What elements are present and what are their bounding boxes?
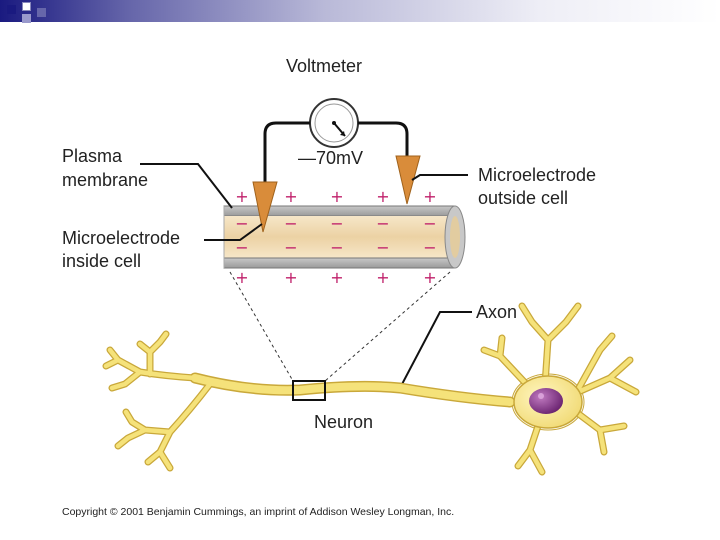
negative-charge-inside-bottom: −: [423, 238, 436, 257]
zoom-line-left: [229, 271, 294, 382]
negative-charge-inside-top: −: [376, 214, 389, 233]
leader-plasma: [140, 163, 233, 209]
membrane-charges: + + + + + − − − − − − − − − − + + + + +: [235, 187, 436, 287]
plasma-membrane-label-line2: membrane: [62, 170, 149, 190]
positive-charge-outside-top: +: [423, 187, 436, 206]
positive-charge-outside-bottom: +: [330, 268, 343, 287]
positive-charge-outside-top: +: [330, 187, 343, 206]
electrode-inside-label-line1: Microelectrode: [62, 228, 181, 248]
decor-square: [22, 14, 31, 23]
negative-charge-inside-bottom: −: [376, 238, 389, 257]
neuron-label: Neuron: [314, 412, 374, 432]
plasma-membrane-label-line1: Plasma: [62, 146, 123, 166]
electrode-outside-label-line1: Microelectrode: [478, 165, 597, 185]
zoom-box: [292, 380, 326, 401]
positive-charge-outside-bottom: +: [376, 268, 389, 287]
decor-square: [37, 8, 46, 17]
negative-charge-inside-bottom: −: [284, 238, 297, 257]
decor-square: [7, 5, 16, 14]
nucleus: [529, 388, 563, 414]
leader-outside: [411, 174, 468, 181]
negative-charge-inside-bottom: −: [235, 238, 248, 257]
negative-charge-inside-bottom: −: [330, 238, 343, 257]
electrode-outside-label-line2: outside cell: [478, 188, 569, 208]
electrode-inside: [252, 181, 278, 233]
negative-charge-inside-top: −: [235, 214, 248, 233]
neuron: [102, 302, 640, 476]
positive-charge-outside-bottom: +: [284, 268, 297, 287]
positive-charge-outside-bottom: +: [235, 268, 248, 287]
voltage-reading: —70mV: [298, 148, 364, 168]
positive-charge-outside-top: +: [284, 187, 297, 206]
positive-charge-outside-bottom: +: [423, 268, 436, 287]
voltmeter: [309, 98, 359, 148]
positive-charge-outside-top: +: [235, 187, 248, 206]
voltmeter-label: Voltmeter: [286, 56, 363, 76]
negative-charge-inside-top: −: [284, 214, 297, 233]
wire-right: [358, 121, 409, 160]
zoom-line-right: [324, 271, 451, 382]
axon-label: Axon: [476, 302, 518, 322]
electrode-inside-label-line2: inside cell: [62, 251, 142, 271]
electrode-outside: [395, 155, 421, 205]
leader-inside: [204, 223, 263, 241]
title-bar-gradient: [0, 0, 720, 22]
negative-charge-inside-top: −: [330, 214, 343, 233]
copyright-notice: Copyright © 2001 Benjamin Cummings, an i…: [62, 506, 455, 518]
negative-charge-inside-top: −: [423, 214, 436, 233]
leader-axon: [399, 311, 472, 389]
positive-charge-outside-top: +: [376, 187, 389, 206]
decor-square: [22, 2, 31, 11]
wire-left: [263, 121, 310, 190]
